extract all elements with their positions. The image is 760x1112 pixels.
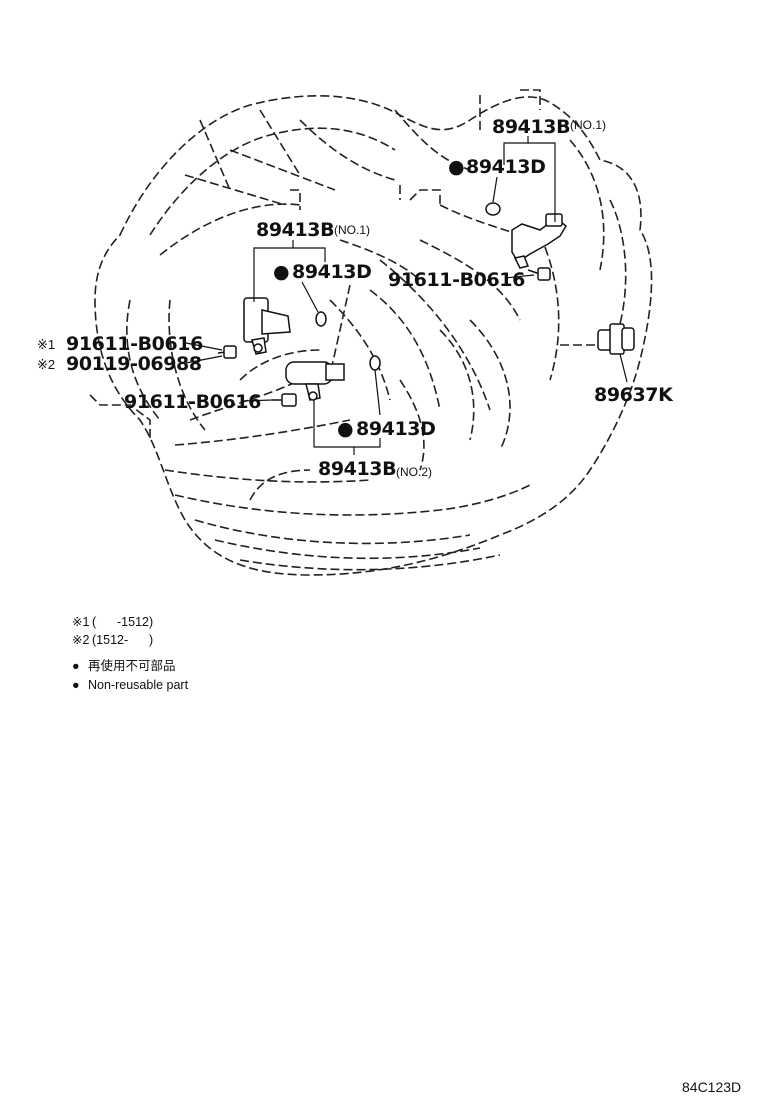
callout-part-number: 89413B xyxy=(492,116,570,138)
speed-sensor-no2-lower xyxy=(285,361,345,401)
non-reusable-marker: ● xyxy=(448,156,464,178)
callout-part-number: 89413B xyxy=(256,219,334,241)
bolt-upper xyxy=(527,267,551,281)
variant-mark: ※1 xyxy=(37,337,55,352)
callout-left-sensor: 89413B (NO.1) xyxy=(256,219,370,241)
callout-part-number: 89413D xyxy=(356,418,435,440)
leader-lines xyxy=(185,136,628,455)
callout-part-number: 91611-B0616 xyxy=(124,391,261,413)
footnote-text-2: (1512- ) xyxy=(92,633,153,647)
callout-upper-right-oring: ● 89413D xyxy=(448,156,546,178)
o-ring-left xyxy=(315,311,327,327)
footnotes: ※1 ( -1512) ※2 (1512- ) ● 再使用不可部品 ● Non-… xyxy=(72,615,189,692)
speed-sensor-no1-upper xyxy=(511,213,567,269)
callout-note: (NO.2) xyxy=(396,465,432,479)
footnote-mark-2: ※2 xyxy=(72,633,89,647)
sensor-89637k xyxy=(597,323,635,355)
callout-note: (NO.1) xyxy=(334,223,370,237)
non-reusable-marker: ● xyxy=(273,261,289,283)
variant-mark: ※2 xyxy=(37,357,55,372)
callout-upper-right-bolt: 91611-B0616 xyxy=(388,269,526,291)
footnote-text-1: ( -1512) xyxy=(92,615,153,629)
legend-text-jp: 再使用不可部品 xyxy=(88,658,176,673)
callout-part-number: 90119-06988 xyxy=(66,353,202,375)
footnote-mark-1: ※1 xyxy=(72,615,89,629)
callout-left-bolt-1: ※1 91611-B0616 xyxy=(37,333,204,355)
transaxle-housing xyxy=(89,89,653,576)
speed-sensor-no1-left xyxy=(243,297,291,355)
callout-part-number: 91611-B0616 xyxy=(66,333,203,355)
callout-part-number: 89637K xyxy=(594,384,674,406)
diagram-code: 84C123D xyxy=(682,1079,741,1095)
callout-lower-oring: ● 89413D xyxy=(337,418,436,440)
bolt-left xyxy=(217,345,237,359)
callout-upper-right-sensor: 89413B (NO.1) xyxy=(492,116,606,138)
non-reusable-marker: ● xyxy=(337,418,353,440)
o-ring-lower xyxy=(369,355,381,371)
callout-part-number: 89413D xyxy=(292,261,371,283)
callout-lower-sensor: 89413B (NO.2) xyxy=(318,458,432,480)
o-ring-upper xyxy=(485,202,501,216)
callout-left-oring: ● 89413D xyxy=(273,261,372,283)
callout-left-bolt-2: ※2 90119-06988 xyxy=(37,353,202,375)
callout-part-number: 91611-B0616 xyxy=(388,269,525,291)
callout-lower-bolt: 91611-B0616 xyxy=(124,391,262,413)
callout-part-number: 89413D xyxy=(466,156,545,178)
callout-right-sensor: 89637K xyxy=(594,384,675,406)
legend-text-en: Non-reusable part xyxy=(88,678,189,692)
callout-part-number: 89413B xyxy=(318,458,396,480)
legend-marker-jp: ● xyxy=(72,659,80,673)
bolt-lower xyxy=(272,393,297,407)
legend-marker-en: ● xyxy=(72,678,80,692)
callout-note: (NO.1) xyxy=(570,118,606,132)
